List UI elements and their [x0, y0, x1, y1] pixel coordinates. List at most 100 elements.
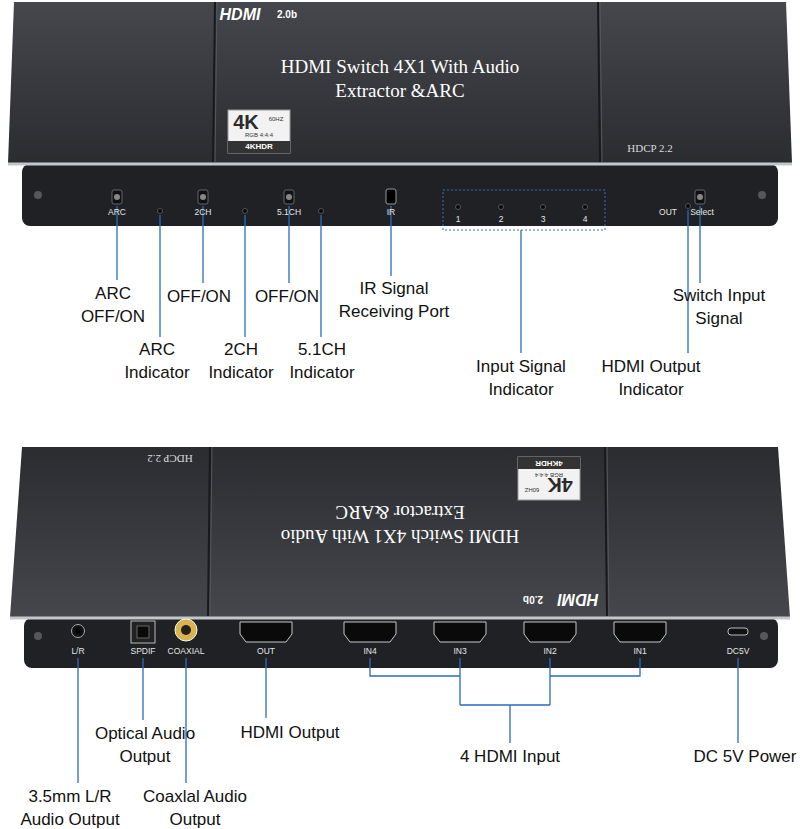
- callout-label: 2CH Indicator: [201, 338, 281, 384]
- button-knob: [286, 194, 292, 200]
- port-label: DC5V: [722, 646, 754, 656]
- callout-label: Input Signal Indicator: [471, 355, 571, 401]
- hdcp-mark: HDCP 2.2: [615, 142, 685, 155]
- leader-line: [244, 215, 245, 337]
- push-button: [284, 190, 294, 204]
- callout-label: DC 5V Power: [690, 745, 800, 768]
- leader-line: [737, 658, 738, 743]
- badge-band: [518, 457, 580, 469]
- panel-divider: [213, 2, 215, 162]
- push-button: [112, 190, 122, 204]
- badge-text: 60HZ: [520, 486, 544, 494]
- device-top-face: [8, 2, 792, 163]
- panel-label: 4: [578, 214, 592, 224]
- leader-line: [77, 658, 78, 783]
- indicator-led: [583, 205, 588, 210]
- optical-port: [131, 621, 155, 643]
- screw: [34, 632, 42, 640]
- leader-line: [116, 206, 117, 280]
- panel-divider: [607, 447, 609, 616]
- device-top-face: [10, 447, 790, 617]
- panel-divider: [215, 2, 217, 162]
- leader-line: [185, 658, 186, 783]
- indicator-led: [499, 205, 504, 210]
- port-label: IN3: [445, 646, 475, 656]
- callout-label: 5.1CH Indicator: [281, 338, 363, 384]
- device-front-face: [24, 618, 778, 668]
- callout-label: 3.5mm L/R Audio Output: [14, 785, 126, 829]
- panel-label: IR: [376, 207, 406, 217]
- hdmi-port: [524, 622, 576, 642]
- leader-line: [699, 206, 700, 283]
- headphone-jack: [72, 625, 85, 638]
- hdmi-port: [240, 622, 292, 642]
- leader-line: [142, 658, 143, 720]
- badge-plate: [518, 457, 580, 500]
- indicator-led: [158, 209, 163, 214]
- hdmi-port: [344, 622, 396, 642]
- badge-text: RGB 4:4:4: [229, 131, 289, 139]
- bracket-line: [370, 658, 640, 743]
- indicator-led: [243, 209, 248, 214]
- panel-label: 5.1CH: [269, 207, 309, 217]
- optical-port-inner: [137, 626, 149, 638]
- panel-label: 2: [494, 214, 508, 224]
- port-label: OUT: [251, 646, 281, 656]
- panel-label: Select: [684, 207, 720, 217]
- port-label: IN2: [535, 646, 565, 656]
- indicator-led: [541, 205, 546, 210]
- panel-label: 3: [536, 214, 550, 224]
- panel-divider: [605, 447, 607, 616]
- badge-text: 4KHDR: [229, 141, 289, 152]
- port-label: COAXIAL: [164, 646, 208, 656]
- version-mark: 2.0b: [518, 593, 548, 605]
- leader-line: [159, 215, 160, 337]
- badge-text: 60HZ: [264, 115, 288, 123]
- edge-highlight: [8, 163, 792, 166]
- badge-text: RGB 4:4:4: [519, 471, 579, 479]
- edge-highlight: [10, 617, 790, 620]
- callout-label: ARC OFF/ON: [78, 282, 148, 328]
- button-knob: [200, 194, 206, 200]
- leader-line: [687, 210, 688, 353]
- indicator-led: [319, 209, 324, 214]
- callout-label: HDMI Output: [235, 721, 345, 744]
- leader-line: [320, 215, 321, 337]
- callout-label: OFF/ON: [164, 285, 234, 308]
- coaxial-hole: [181, 625, 191, 635]
- version-mark: 2.0b: [272, 9, 302, 21]
- panel-label: OUT: [655, 207, 681, 217]
- port-label: IN1: [625, 646, 655, 656]
- port-label: SPDIF: [123, 646, 163, 656]
- indicator-led: [686, 204, 691, 209]
- panel-divider: [600, 2, 602, 162]
- callout-label: 4 HDMI Input: [450, 745, 570, 768]
- callout-label: Coaxlal Audio Output: [139, 785, 251, 829]
- panel-divider: [208, 447, 210, 616]
- product-title: HDMI Switch 4X1 With Audio Extractor &AR…: [250, 500, 550, 548]
- callout-label: IR Signal Receiving Port: [332, 277, 457, 323]
- screw: [760, 632, 768, 640]
- leader-line: [520, 230, 521, 353]
- leader-line: [265, 658, 266, 718]
- leader-line: [202, 206, 203, 283]
- hdmi-port: [614, 622, 666, 642]
- hdcp-mark: HDCP 2.2: [135, 452, 205, 465]
- callout-label: Optical Audio Output: [86, 722, 204, 768]
- jack-hole: [76, 629, 81, 634]
- usb-power-port: [728, 628, 748, 635]
- callout-label: HDMI Output Indicator: [591, 355, 711, 401]
- dotted-frame: [443, 190, 605, 230]
- panel-divider: [598, 2, 600, 162]
- callout-label: OFF/ON: [252, 285, 322, 308]
- screw: [34, 191, 42, 199]
- panel-label: 1: [451, 214, 465, 224]
- device-front-face: [22, 164, 778, 226]
- coaxial-port: [175, 619, 197, 641]
- callout-label: ARC Indicator: [117, 338, 197, 384]
- push-button: [198, 190, 208, 204]
- screw: [758, 191, 766, 199]
- badge-plate: [228, 110, 290, 153]
